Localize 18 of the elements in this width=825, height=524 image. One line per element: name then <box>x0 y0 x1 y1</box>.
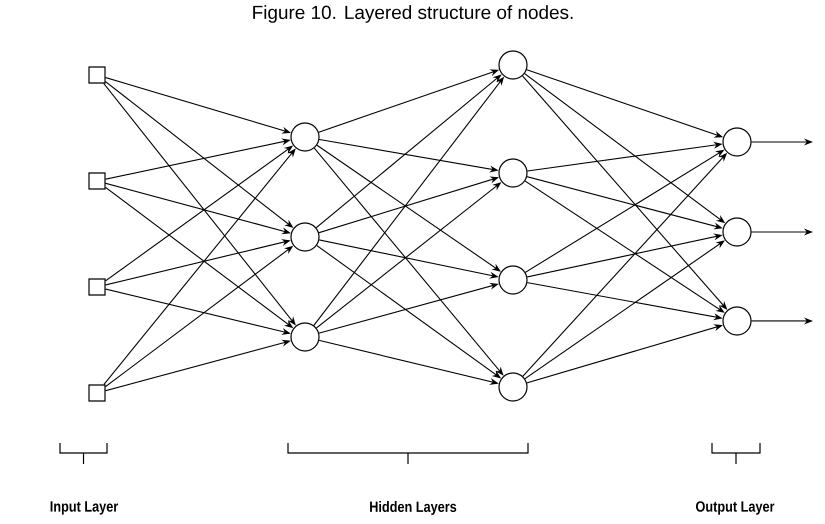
layer-label: Input Layer <box>50 501 118 515</box>
neuron-circle <box>498 50 528 80</box>
neuron-circle <box>498 158 528 188</box>
neuron-circle <box>290 122 320 152</box>
neuron-circle <box>722 217 752 247</box>
neuron-circle <box>498 265 528 295</box>
title: Figure 10. Layered structure of nodes. <box>253 5 573 23</box>
neuron-circle <box>722 306 752 336</box>
neuron-circle <box>722 127 752 157</box>
input-square <box>88 172 106 190</box>
input-square <box>88 278 106 296</box>
input-square <box>88 384 106 402</box>
neuron-circle <box>290 322 320 352</box>
neuron-circle <box>290 222 320 252</box>
layer-label: Output Layer <box>696 501 774 515</box>
neuron-circle <box>498 372 528 402</box>
layer-label: Hidden Layers <box>370 501 456 515</box>
input-square <box>88 66 106 84</box>
